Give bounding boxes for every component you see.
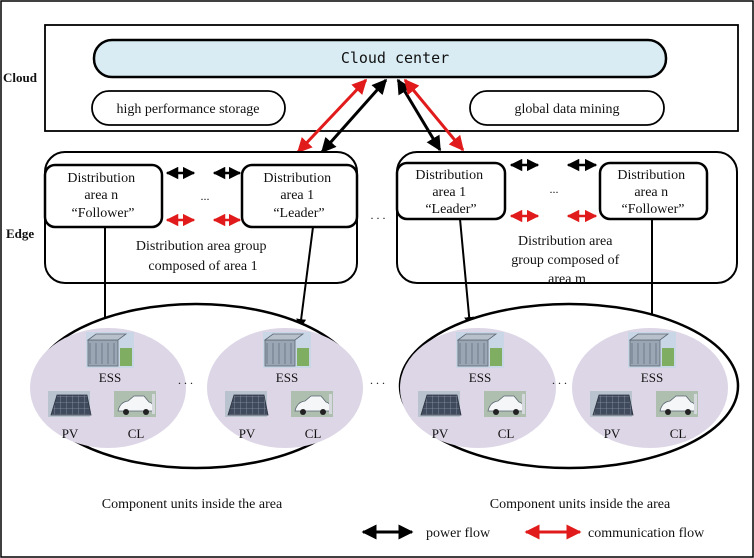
unit-cluster: ESS PV CL — [400, 328, 556, 448]
unit-cluster-background — [572, 328, 728, 448]
mining-box — [469, 90, 665, 126]
arrow-leader-to-units-3 — [459, 218, 475, 327]
cl-electric-car-icon — [656, 391, 698, 417]
pv-label: PV — [432, 426, 449, 441]
legend-power-label: power flow — [426, 526, 491, 541]
cl-electric-car-icon — [291, 391, 333, 417]
unit-cluster: ESS PV CL — [30, 328, 186, 448]
cl-label: CL — [305, 426, 322, 441]
cl-electric-car-icon — [484, 391, 526, 417]
pv-solar-panel-icon — [48, 391, 92, 417]
ess-building-icon — [263, 332, 311, 368]
pv-label: PV — [62, 426, 79, 441]
group2-leader-label: Distribution area 1 “Leader” — [415, 168, 486, 217]
ess-building-icon — [456, 332, 504, 368]
unit-cluster-background — [30, 328, 186, 448]
group2-caption: Distribution area group composed of area… — [511, 234, 623, 287]
cloud-layer-label: Cloud — [3, 70, 38, 85]
units-ellipsis-3: . . . — [552, 373, 567, 387]
ess-label: ESS — [641, 370, 663, 385]
pv-solar-panel-icon — [418, 391, 462, 417]
units-ellipsis-2: . . . — [370, 373, 385, 387]
group2-follower-label: Distribution area n “Follower” — [617, 168, 688, 217]
group1-leader-box — [240, 163, 359, 229]
power-arrow-cloud-left-leader — [320, 78, 388, 154]
group1-leader-label: Distribution area 1 “Leader” — [263, 171, 334, 221]
communication-arrow-cloud-right-leader — [403, 78, 465, 152]
edge-layer-label: Edge — [6, 226, 34, 241]
storage-box — [91, 90, 286, 126]
unit-cluster-background — [207, 328, 363, 448]
ess-label: ESS — [276, 370, 298, 385]
ess-building-icon — [628, 332, 676, 368]
group1-follower-box — [43, 163, 164, 229]
cloud-center-box — [92, 38, 668, 79]
ess-building-icon — [86, 332, 134, 368]
group1-follower-label: Distribution area n “Follower” — [67, 171, 138, 221]
group1-caption: Distribution area group composed of area… — [136, 239, 270, 274]
cl-label: CL — [670, 426, 687, 441]
units-ellipsis-1: . . . — [178, 373, 193, 387]
pv-label: PV — [604, 426, 621, 441]
ess-label: ESS — [99, 370, 121, 385]
group2-follower-box — [598, 161, 709, 221]
cl-label: CL — [498, 426, 515, 441]
group2-ellipsis: ... — [550, 182, 559, 196]
group1-ellipsis: ... — [201, 189, 210, 203]
unit-cluster-background — [400, 328, 556, 448]
storage-label: high performance storage — [116, 102, 259, 117]
arrow-leader-to-units-2 — [296, 226, 314, 329]
pv-label: PV — [239, 426, 256, 441]
cloud-center-label: Cloud center — [341, 49, 449, 67]
legend-communication-label: communication flow — [588, 526, 705, 541]
mining-label: global data mining — [515, 102, 620, 117]
units-caption-right: Component units inside the area — [490, 497, 671, 512]
ess-label: ESS — [469, 370, 491, 385]
groups-ellipsis: . . . — [371, 208, 386, 222]
unit-cluster: ESS PV CL — [572, 328, 728, 448]
unit-cluster: ESS PV CL — [207, 328, 363, 448]
cl-label: CL — [128, 426, 145, 441]
cl-electric-car-icon — [114, 391, 156, 417]
units-caption-left: Component units inside the area — [102, 497, 283, 512]
group2-leader-box — [395, 161, 507, 221]
pv-solar-panel-icon — [225, 391, 269, 417]
pv-solar-panel-icon — [590, 391, 634, 417]
